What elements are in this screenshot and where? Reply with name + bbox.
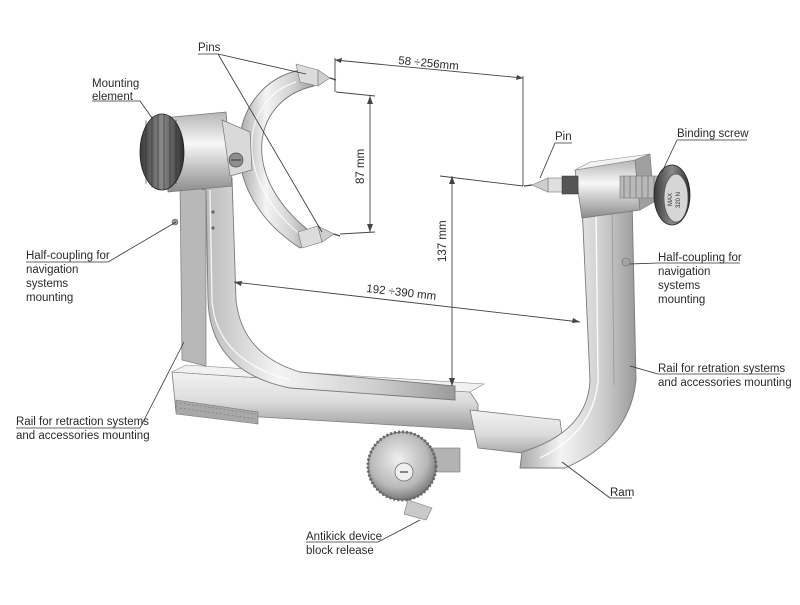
label-mounting-element-2: element (92, 91, 134, 103)
label-half-coupling-right-2: navigation (658, 266, 710, 278)
dim-frame-h-ext-top (439, 175, 524, 187)
device-illustration: MAX 320 N (139, 63, 691, 521)
engraving-force: 320 N (676, 192, 682, 208)
label-antikick-2: block release (306, 545, 374, 557)
antikick-device (366, 430, 461, 521)
mounting-element (139, 111, 253, 193)
label-rail-left-2: and accessories mounting (16, 430, 150, 442)
label-rail-right-2: and accessories mounting (658, 377, 792, 389)
label-half-coupling-right-1: Half-coupling for (658, 252, 742, 264)
binding-screw: MAX 320 N (619, 164, 691, 226)
dim-pin-span-text: 58 ÷256mm (398, 55, 460, 73)
label-ram: Ram (610, 487, 634, 499)
dim-frame-height-text: 137 mm (437, 220, 449, 262)
label-binding-screw: Binding screw (677, 128, 749, 140)
left-arm (171, 177, 456, 401)
label-half-coupling-left-3: systems (26, 278, 68, 290)
label-pin: Pin (555, 131, 572, 143)
right-pin (523, 175, 579, 195)
dim-ring-ext-top (335, 91, 376, 97)
engraving-max: MAX (668, 193, 674, 206)
leader-lines (16, 53, 780, 543)
half-ring (238, 63, 341, 249)
dim-pin-span-line (334, 59, 524, 79)
label-mounting-element-1: Mounting (92, 78, 139, 90)
label-half-coupling-right-4: mounting (658, 294, 705, 306)
label-half-coupling-left-1: Half-coupling for (26, 250, 110, 262)
dim-ring-height-text: 87 mm (355, 149, 367, 184)
label-antikick-1: Antikick device (306, 531, 382, 543)
label-half-coupling-left-2: navigation (26, 264, 78, 276)
dim-frame-width-text: 192 ÷390 mm (366, 283, 437, 303)
label-pins: Pins (198, 42, 221, 54)
label-rail-right-1: Rail for retration systems (658, 363, 785, 375)
ram-arm (519, 197, 637, 469)
labels: Pins Mounting element Pin Binding screw … (16, 42, 792, 557)
label-half-coupling-left-4: mounting (26, 292, 73, 304)
dim-ring-ext-bottom (339, 231, 376, 235)
dim-frame-w-line (233, 281, 581, 323)
label-half-coupling-right-3: systems (658, 280, 700, 292)
dimension-lines (233, 58, 581, 386)
label-rail-left-1: Rail for retraction systems (16, 416, 149, 428)
